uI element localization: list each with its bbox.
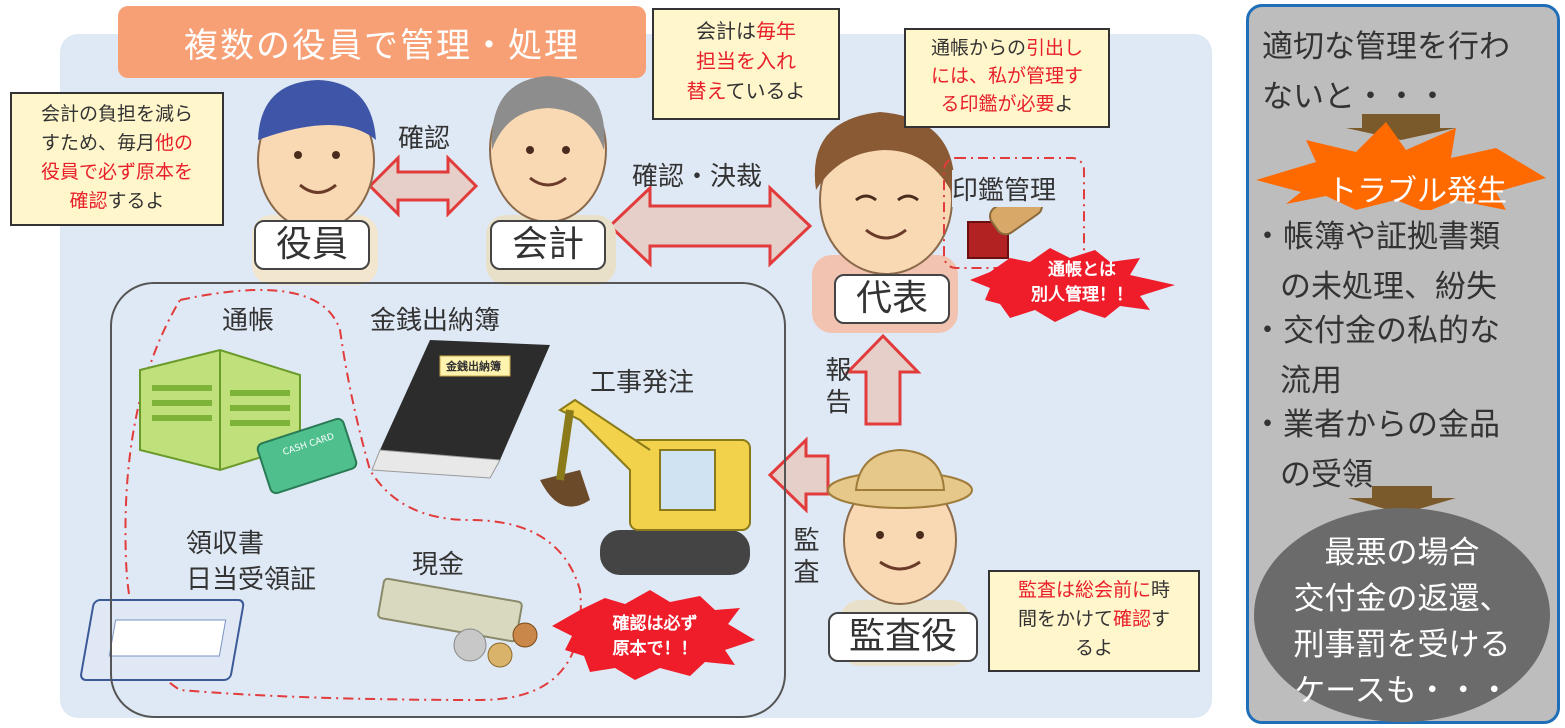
auditor-namebox: 監査役 xyxy=(828,612,978,662)
separate-burst xyxy=(970,248,1175,322)
rep-bubble-text-3: よ xyxy=(1054,93,1074,115)
accountant-bubble-text-3r: 替え xyxy=(686,79,726,103)
separate-burst-text: 通帳とは 別人管理！！ xyxy=(1022,258,1142,308)
sidebar-intro-1: 適切な管理を行わ xyxy=(1262,29,1510,65)
auditor-bubble-text-2r: 確認 xyxy=(1112,608,1151,630)
accountant-bubble: 会計は毎年 担当を入れ 替えているよ xyxy=(652,8,840,120)
officer-bubble-text-6: するよ xyxy=(107,190,165,212)
sidebar-item-2-l2: 流用 xyxy=(1280,363,1342,399)
cash-illustration xyxy=(377,577,538,668)
auditor-bubble-text-3: るよ xyxy=(1074,637,1113,659)
original-burst-text: 確認は必ず 原本で！！ xyxy=(594,612,716,662)
officer-bubble-text-1: 会計の負担を減ら xyxy=(40,103,193,125)
accountant-bubble-text-3: ているよ xyxy=(725,79,806,103)
auditor-bubble: 監査は総会前に時 間をかけて確認す るよ xyxy=(988,570,1200,672)
receipts-illustration xyxy=(80,599,245,681)
approve-double-arrow xyxy=(607,184,813,268)
title-banner: 複数の役員で管理・処理 xyxy=(118,6,646,78)
sidebar-graphics-bottom xyxy=(1348,486,1456,514)
sidebar-item-1-l1: ・帳簿や証拠書類 xyxy=(1252,219,1500,255)
sidebar-item-2-l1: ・交付金の私的な xyxy=(1252,313,1500,349)
cash-card-illustration xyxy=(256,417,358,495)
cashbook-cover-label: 金銭出納簿 xyxy=(446,360,501,373)
officer-namebox: 役員 xyxy=(254,220,370,270)
auditor-bubble-text-2b: す xyxy=(1151,608,1171,630)
accountant-bubble-text-1r: 毎年 xyxy=(756,19,796,43)
auditor-bubble-text-1: 時 xyxy=(1151,579,1171,601)
sidebar-item-1: ・帳簿や証拠書類 の未処理、紛失 xyxy=(1252,212,1500,312)
sidebar-arrow-down-1 xyxy=(1346,114,1456,140)
accountant-namebox: 会計 xyxy=(490,220,606,270)
representative-bubble: 通帳からの引出し には、私が管理す る印鑑が必要よ xyxy=(904,28,1110,128)
rep-bubble-text-1r: 引出し xyxy=(1026,37,1084,59)
officer-bubble-text-5: 確認 xyxy=(69,190,108,212)
original-burst-text-1: 確認は必ず xyxy=(612,614,698,634)
officer-bubble: 会計の負担を減ら すため、毎月他の 役員で必ず原本を 確認するよ xyxy=(10,92,224,226)
officer-bubble-text-2: すため、毎月 xyxy=(40,132,155,154)
worst-case-ellipse xyxy=(1254,508,1550,722)
rep-bubble-text-1: 通帳からの xyxy=(930,37,1026,59)
sidebar-item-3-l2: の受領 xyxy=(1280,457,1373,493)
worst-case-text-4: ケースも・・・ xyxy=(1294,673,1510,709)
representative-namebox: 代表 xyxy=(834,274,950,324)
accountant-bubble-text-2: 担当を入れ xyxy=(696,49,796,73)
worst-case-text-2: 交付金の返還、 xyxy=(1293,581,1511,617)
seal-area xyxy=(943,157,1085,269)
worst-case-text: 最悪の場合 交付金の返還、 刑事罰を受ける ケースも・・・ xyxy=(1254,530,1550,714)
receipts-label-1: 領収書 xyxy=(186,529,265,559)
officer-bubble-text-3: 他の xyxy=(155,132,194,154)
sidebar-item-3-l1: ・業者からの金品 xyxy=(1252,407,1500,443)
sidebar-intro: 適切な管理を行わ ないと・・・ xyxy=(1262,22,1510,122)
passbook-label: 通帳 xyxy=(222,306,275,336)
auditor-bubble-text-2a: 間をかけて xyxy=(1017,608,1113,630)
worst-case-text-1: 最悪の場合 xyxy=(1324,535,1480,571)
audit-arrow xyxy=(767,436,830,514)
sidebar-item-2: ・交付金の私的な 流用 xyxy=(1252,306,1500,406)
audit-label: 監査 xyxy=(789,526,819,590)
confirm-label: 確認 xyxy=(398,124,451,154)
passbook-illustration xyxy=(139,348,301,472)
cashbook-illustration xyxy=(371,340,550,479)
original-burst-text-2: 原本で！！ xyxy=(612,639,698,659)
worst-case-text-3: 刑事罰を受ける xyxy=(1293,627,1511,663)
cash-label: 現金 xyxy=(412,550,465,580)
sidebar-arrow-down-2 xyxy=(1348,486,1456,514)
report-arrow xyxy=(844,333,922,426)
original-burst xyxy=(552,590,755,680)
items-box xyxy=(110,282,786,718)
confirm-approve-label: 確認・決裁 xyxy=(632,162,763,192)
separate-burst-text-1: 通帳とは xyxy=(1048,260,1116,280)
excavator-illustration xyxy=(540,398,751,575)
report-label: 報告 xyxy=(821,356,851,420)
construction-label: 工事発注 xyxy=(590,368,695,398)
separate-burst-text-2: 別人管理！！ xyxy=(1031,285,1133,305)
cashbook-label: 金銭出納簿 xyxy=(370,306,501,336)
officer-bubble-text-4: 役員で必ず原本を xyxy=(40,161,193,183)
auditor-bubble-text-1r: 監査は総会前に xyxy=(1017,579,1151,601)
receipts-label-2: 日当受領証 xyxy=(186,565,317,595)
rep-bubble-text-2: には、私が管理す xyxy=(930,65,1083,87)
confirm-double-arrow xyxy=(367,154,479,218)
trouble-label: トラブル発生 xyxy=(1327,174,1507,209)
seal-label: 印鑑管理 xyxy=(952,170,1057,207)
sidebar-intro-2: ないと・・・ xyxy=(1262,79,1448,115)
receipts-label: 領収書 日当受領証 xyxy=(186,526,316,598)
accountant-bubble-text-1: 会計は xyxy=(696,19,756,43)
trouble-burst-shape xyxy=(1256,122,1546,210)
sidebar-graphics-top xyxy=(1256,114,1546,210)
sidebar-item-1-l2: の未処理、紛失 xyxy=(1280,269,1497,305)
rep-bubble-text-3r: る印鑑が必要 xyxy=(940,93,1055,115)
sidebar-item-3: ・業者からの金品 の受領 xyxy=(1252,400,1500,500)
